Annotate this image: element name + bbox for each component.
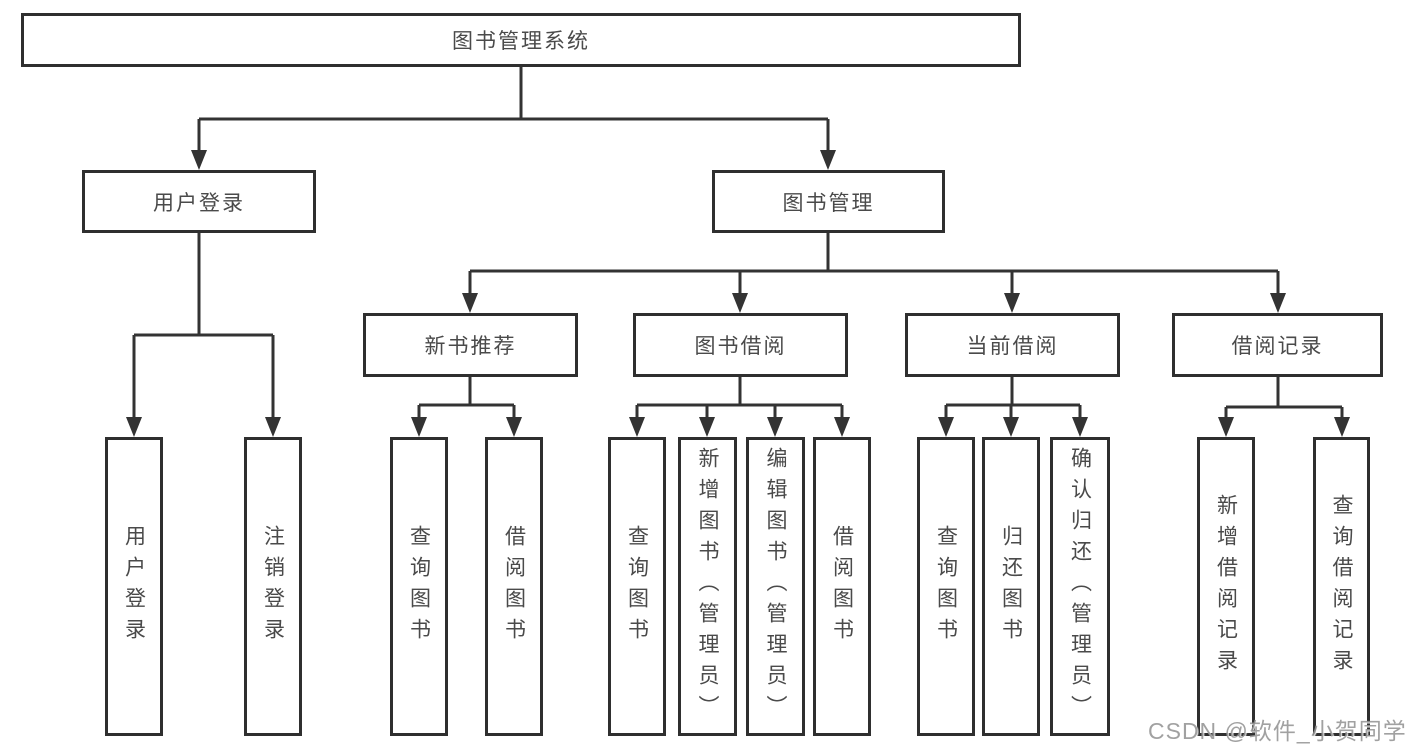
node-book-borrowing: 图书借阅 [633, 313, 848, 377]
leaf-current-query-books-label: 查询图书 [934, 524, 958, 649]
node-borrowing-records-label: 借阅记录 [1231, 335, 1324, 358]
leaf-borrowing-add-books-label: 新增图书（管理员） [696, 447, 719, 726]
connector-current-borrowing-to-leaves [938, 377, 1088, 437]
node-root-label: 图书管理系统 [452, 30, 590, 53]
leaf-user-login: 用户登录 [105, 437, 163, 736]
leaf-records-query-record: 查询借阅记录 [1313, 437, 1370, 736]
node-book-management-label: 图书管理 [782, 191, 875, 215]
leaf-borrowing-borrow-books-label: 借阅图书 [830, 524, 854, 649]
leaf-current-return-books-label: 归还图书 [999, 524, 1023, 649]
leaf-records-add-record-label: 新增借阅记录 [1214, 493, 1238, 680]
node-user-login: 用户登录 [82, 170, 316, 233]
leaf-newbook-query-books-label: 查询图书 [407, 524, 431, 649]
node-new-book-recommend: 新书推荐 [363, 313, 578, 377]
leaf-borrowing-edit-books: 编辑图书（管理员） [746, 437, 805, 736]
leaf-current-confirm-return-label: 确认归还（管理员） [1068, 447, 1092, 726]
leaf-borrowing-add-books: 新增图书（管理员） [678, 437, 737, 736]
node-book-management: 图书管理 [712, 170, 945, 233]
leaf-newbook-borrow-books: 借阅图书 [485, 437, 543, 736]
leaf-borrowing-edit-books-label: 编辑图书（管理员） [764, 447, 787, 726]
leaf-current-confirm-return: 确认归还（管理员） [1050, 437, 1110, 736]
connector-book-management-to-level2 [462, 233, 1286, 313]
node-new-book-recommend-label: 新书推荐 [424, 335, 517, 358]
watermark: CSDN @软件_小贺同学 [1148, 718, 1405, 744]
leaf-current-query-books: 查询图书 [917, 437, 975, 736]
leaf-newbook-borrow-books-label: 借阅图书 [502, 524, 526, 649]
leaf-borrowing-borrow-books: 借阅图书 [813, 437, 871, 736]
node-book-borrowing-label: 图书借阅 [694, 335, 787, 358]
leaf-records-add-record: 新增借阅记录 [1197, 437, 1255, 736]
leaf-newbook-query-books: 查询图书 [390, 437, 448, 736]
node-user-login-label: 用户登录 [153, 191, 245, 215]
node-current-borrowing: 当前借阅 [905, 313, 1120, 377]
leaf-logout-login-label: 注销登录 [261, 524, 285, 649]
leaf-logout-login: 注销登录 [244, 437, 302, 736]
connector-root-to-level1 [191, 67, 836, 170]
connector-new-book-to-leaves [411, 377, 522, 437]
node-borrowing-records: 借阅记录 [1172, 313, 1383, 377]
connector-user-login-to-leaves [126, 233, 281, 437]
leaf-user-login-label: 用户登录 [122, 524, 146, 649]
connector-book-borrowing-to-leaves [629, 377, 850, 437]
node-current-borrowing-label: 当前借阅 [966, 335, 1059, 358]
leaf-borrowing-query-books-label: 查询图书 [625, 524, 649, 649]
leaf-current-return-books: 归还图书 [982, 437, 1040, 736]
node-root: 图书管理系统 [21, 13, 1021, 67]
leaf-records-query-record-label: 查询借阅记录 [1330, 493, 1353, 680]
connector-borrowing-records-to-leaves [1218, 377, 1350, 437]
leaf-borrowing-query-books: 查询图书 [608, 437, 666, 736]
